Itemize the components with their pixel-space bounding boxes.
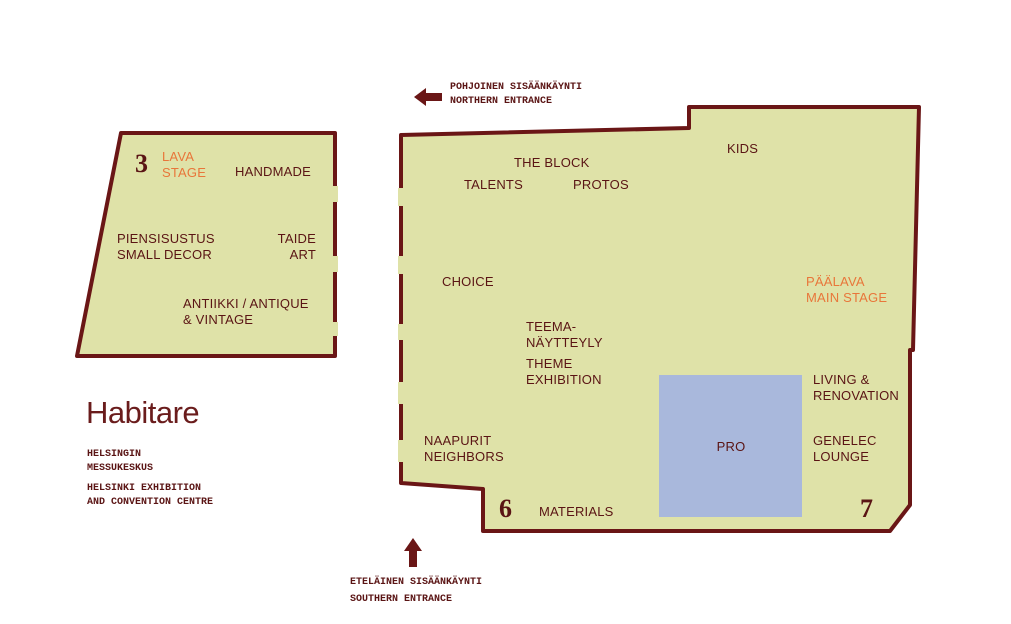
antique-label-2: & VINTAGE	[183, 312, 253, 327]
southern-entrance-en: SOUTHERN ENTRANCE	[350, 594, 452, 605]
venue-fi-line-1: HELSINGIN	[87, 449, 141, 460]
choice-label: CHOICE	[442, 274, 494, 289]
theme-label-fi-1: TEEMA-	[526, 319, 576, 334]
main-stage-label-fi: PÄÄLAVA	[806, 274, 865, 289]
materials-label: MATERIALS	[539, 504, 614, 519]
hall-3-number: 3	[135, 149, 148, 178]
genelec-label-1: GENELEC	[813, 433, 877, 448]
hall-3-floor	[75, 131, 337, 358]
kids-label: KIDS	[727, 141, 758, 156]
pro-label: PRO	[717, 439, 746, 454]
door-gap	[398, 324, 404, 340]
venue-fi-line-2: MESSUKESKUS	[87, 463, 153, 474]
northern-entrance: POHJOINEN SISÄÄNKÄYNTI NORTHERN ENTRANCE	[414, 80, 582, 107]
theme-label-en-1: THEME	[526, 356, 573, 371]
art-label-fi: TAIDE	[278, 231, 316, 246]
stage-label-en: STAGE	[162, 165, 206, 180]
northern-entrance-en: NORTHERN ENTRANCE	[450, 96, 552, 107]
living-label-2: RENOVATION	[813, 388, 899, 403]
door-gap	[398, 256, 404, 274]
protos-label: PROTOS	[573, 177, 629, 192]
door-gap	[332, 186, 338, 202]
northern-entrance-fi: POHJOINEN SISÄÄNKÄYNTI	[450, 80, 582, 93]
southern-entrance: ETELÄINEN SISÄÄNKÄYNTI SOUTHERN ENTRANCE	[350, 538, 482, 605]
arrow-up-icon	[404, 538, 422, 567]
hall-7-number: 7	[860, 494, 873, 523]
venue-en-line-1: HELSINKI EXHIBITION	[87, 483, 201, 494]
art-label-en: ART	[290, 247, 316, 262]
stage-label-fi: LAVA	[162, 149, 194, 164]
door-gap	[332, 256, 338, 272]
venue-en-line-2: AND CONVENTION CENTRE	[87, 497, 213, 508]
door-gap	[398, 440, 404, 462]
hall-6-7	[398, 105, 921, 533]
hall-3-doors	[332, 186, 338, 336]
small-decor-label-fi: PIENSISUSTUS	[117, 231, 215, 246]
hall-3	[75, 131, 338, 358]
arrow-left-icon	[414, 88, 442, 106]
antique-label-1: ANTIIKKI / ANTIQUE	[183, 296, 309, 311]
neighbors-label-en: NEIGHBORS	[424, 449, 504, 464]
hall-6-number: 6	[499, 494, 512, 523]
door-gap	[398, 382, 404, 404]
talents-label: TALENTS	[464, 177, 523, 192]
handmade-label: HANDMADE	[235, 164, 311, 179]
pro-area	[659, 375, 802, 517]
door-gap	[398, 188, 404, 206]
neighbors-label-fi: NAAPURIT	[424, 433, 491, 448]
theme-label-en-2: EXHIBITION	[526, 372, 602, 387]
door-gap	[332, 322, 338, 336]
small-decor-label-en: SMALL DECOR	[117, 247, 212, 262]
southern-entrance-fi: ETELÄINEN SISÄÄNKÄYNTI	[350, 575, 482, 588]
theme-label-fi-2: NÄYTTEYLY	[526, 335, 603, 350]
genelec-label-2: LOUNGE	[813, 449, 869, 464]
habitare-logo: Habitare	[86, 395, 199, 430]
the-block-label: THE BLOCK	[514, 155, 590, 170]
living-label-1: LIVING &	[813, 372, 870, 387]
hall-6-doors	[398, 188, 404, 462]
main-stage-label-en: MAIN STAGE	[806, 290, 887, 305]
